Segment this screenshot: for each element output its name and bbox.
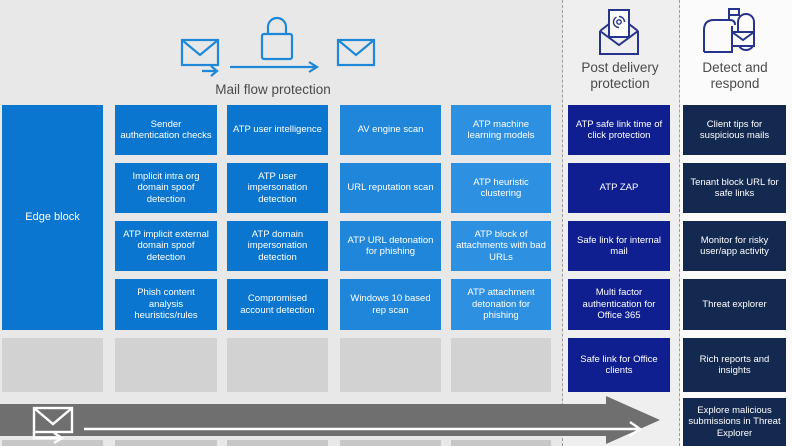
box-av-engine-scan: AV engine scan (340, 105, 441, 155)
dashed-divider-post-delivery (562, 0, 563, 446)
flow-arrow-icon (230, 61, 320, 73)
box-atp-user-intelligence: ATP user intelligence (227, 105, 328, 155)
box-windows10-rep-scan: Windows 10 based rep scan (340, 279, 441, 330)
placeholder-box (2, 338, 103, 392)
box-atp-block-attachments: ATP block of attachments with bad URLs (451, 221, 551, 271)
box-safe-link-internal-mail: Safe link for internal mail (568, 221, 670, 271)
box-safe-link-office-clients: Safe link for Office clients (568, 338, 670, 392)
box-implicit-intra-org-spoof: Implicit intra org domain spoof detectio… (115, 163, 217, 213)
box-threat-explorer: Threat explorer (683, 279, 786, 330)
post-delivery-protection-label: Post delivery protection (581, 60, 659, 91)
dashed-divider-detect-respond (679, 0, 680, 446)
box-atp-safe-link-time-of-click: ATP safe link time of click protection (568, 105, 670, 155)
detect-and-respond-label: Detect and respond (702, 60, 768, 91)
placeholder-box (227, 440, 328, 446)
box-atp-heuristic-clustering: ATP heuristic clustering (451, 163, 551, 213)
edge-block-box: Edge block (2, 105, 103, 330)
mail-flow-arrow (0, 396, 660, 445)
placeholder-box (340, 440, 441, 446)
box-atp-url-detonation: ATP URL detonation for phishing (340, 221, 441, 271)
box-atp-user-impersonation: ATP user impersonation detection (227, 163, 328, 213)
box-multi-factor-authentication: Multi factor authentication for Office 3… (568, 279, 670, 330)
mail-send-icon (32, 406, 74, 445)
box-atp-attachment-detonation: ATP attachment detonation for phishing (451, 279, 551, 330)
mail-flow-protection-label: Mail flow protection (215, 82, 331, 97)
mailbox-icon (703, 8, 755, 53)
mail-envelope-icon (180, 38, 220, 77)
lock-icon (260, 16, 294, 61)
box-tenant-block-url: Tenant block URL for safe links (683, 163, 786, 213)
placeholder-box (115, 338, 217, 392)
box-monitor-risky-activity: Monitor for risky user/app activity (683, 221, 786, 271)
box-explore-malicious-submissions: Explore malicious submissions in Threat … (683, 398, 786, 446)
box-atp-implicit-external-spoof: ATP implicit external domain spoof detec… (115, 221, 217, 271)
box-sender-authentication-checks: Sender authentication checks (115, 105, 217, 155)
placeholder-box (340, 338, 441, 392)
mail-envelope-icon (336, 38, 376, 67)
placeholder-box (2, 440, 103, 446)
box-atp-zap: ATP ZAP (568, 163, 670, 213)
arrow-line (84, 421, 643, 437)
placeholder-box (451, 338, 551, 392)
box-atp-domain-impersonation: ATP domain impersonation detection (227, 221, 328, 271)
box-phish-content-analysis: Phish content analysis heuristics/rules (115, 279, 217, 330)
placeholder-box (227, 338, 328, 392)
box-atp-machine-learning-models: ATP machine learning models (451, 105, 551, 155)
envelope-fingerprint-icon (599, 9, 639, 55)
box-compromised-account: Compromised account detection (227, 279, 328, 330)
box-client-tips-suspicious-mails: Client tips for suspicious mails (683, 105, 786, 155)
box-url-reputation-scan: URL reputation scan (340, 163, 441, 213)
box-rich-reports-insights: Rich reports and insights (683, 338, 786, 392)
placeholder-box (451, 440, 551, 446)
placeholder-box (115, 440, 217, 446)
mail-flow-icons (180, 16, 376, 77)
